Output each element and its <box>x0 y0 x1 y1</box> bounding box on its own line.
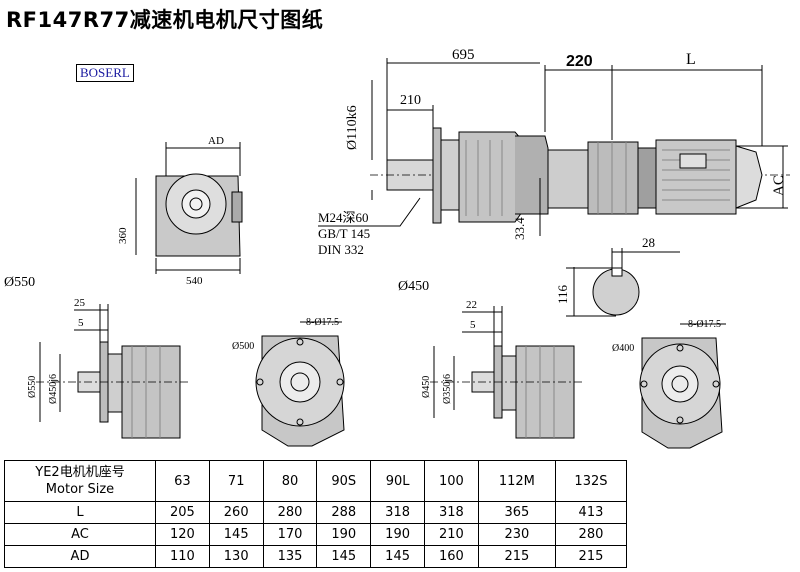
table-cell: 135 <box>262 545 318 568</box>
table-cell: 215 <box>477 545 556 568</box>
side-view-550 <box>36 304 190 439</box>
table-cell: 130 <box>208 545 264 568</box>
table-cell: 160 <box>423 545 479 568</box>
note-standard-gb: GB/T 145 <box>318 226 371 241</box>
dim-5-middle: 5 <box>470 319 476 331</box>
dim-AC: AC <box>771 175 787 196</box>
row-label: AC <box>4 523 156 546</box>
motor-size-table: YE2电机机座号 Motor Size 63 71 80 90S 90L 100… <box>4 460 628 568</box>
dim-33-4: 33.4 <box>512 217 527 240</box>
header-line-cn: YE2电机机座号 <box>35 465 125 480</box>
table-header-cell: YE2电机机座号 Motor Size <box>4 460 156 502</box>
dim-550-side: Ø550 <box>27 375 38 398</box>
column-header: 90L <box>370 460 425 502</box>
column-header: 100 <box>423 460 479 502</box>
table-cell: 260 <box>208 501 264 524</box>
side-view-450 <box>430 306 584 439</box>
table-cell: 413 <box>554 501 628 524</box>
table-row: AD 110 130 135 145 145 160 215 215 <box>4 545 628 568</box>
flange-450-heading: Ø450 <box>398 279 430 294</box>
brand-logo: BOSERL <box>76 64 134 82</box>
dim-AD: AD <box>208 135 224 147</box>
dim-28: 28 <box>642 235 655 250</box>
dim-540: 540 <box>186 275 203 287</box>
column-header: 112M <box>477 460 556 502</box>
table-row: L 205 260 280 288 318 318 365 413 <box>4 501 628 524</box>
dim-350j6: Ø350j6 <box>442 374 453 404</box>
dim-220: 220 <box>566 53 593 70</box>
main-side-view <box>318 58 790 236</box>
column-header: 132S <box>554 460 628 502</box>
dim-5-left: 5 <box>78 317 84 329</box>
table-cell: 145 <box>370 545 425 568</box>
row-label: L <box>4 501 156 524</box>
dim-25: 25 <box>74 297 85 309</box>
dim-210: 210 <box>400 93 421 108</box>
table-cell: 190 <box>316 523 372 546</box>
table-cell: 230 <box>477 523 556 546</box>
row-label: AD <box>4 545 156 568</box>
flange-550-heading: Ø550 <box>4 275 36 290</box>
table-cell: 280 <box>262 501 318 524</box>
dim-shaft-diameter: Ø110k6 <box>345 105 360 150</box>
dim-L: L <box>686 51 696 68</box>
page-title: RF147R77减速机电机尺寸图纸 <box>6 8 324 32</box>
table-cell: 288 <box>316 501 372 524</box>
note-standard-din: DIN 332 <box>318 242 364 257</box>
table-cell: 318 <box>370 501 425 524</box>
column-header: 71 <box>208 460 264 502</box>
note-thread: M24深60 <box>318 210 369 225</box>
table-cell: 205 <box>155 501 210 524</box>
table-cell: 210 <box>423 523 479 546</box>
table-cell: 145 <box>208 523 264 546</box>
table-cell: 120 <box>155 523 210 546</box>
dim-116: 116 <box>555 284 570 304</box>
header-line-en: Motor Size <box>45 482 115 497</box>
table-cell: 280 <box>554 523 628 546</box>
table-header-row: YE2电机机座号 Motor Size 63 71 80 90S 90L 100… <box>4 460 628 502</box>
holes-label-500: 8-Ø17.5 <box>306 317 340 328</box>
front-view-400 <box>639 323 726 449</box>
dim-450j6: Ø450j6 <box>48 374 59 404</box>
dim-360: 360 <box>117 227 129 245</box>
column-header: 80 <box>262 460 318 502</box>
end-view-top-left <box>135 142 243 274</box>
table-cell: 365 <box>477 501 556 524</box>
table-cell: 170 <box>262 523 318 546</box>
column-header: 90S <box>316 460 372 502</box>
dim-400: Ø400 <box>612 343 635 354</box>
dim-450-side: Ø450 <box>421 375 432 398</box>
column-header: 63 <box>155 460 210 502</box>
front-view-500 <box>255 321 345 447</box>
table-cell: 145 <box>316 545 372 568</box>
dim-500: Ø500 <box>232 341 255 352</box>
table-cell: 190 <box>370 523 425 546</box>
holes-label-400: 8-Ø17.5 <box>688 319 722 330</box>
table-cell: 110 <box>155 545 210 568</box>
table-row: AC 120 145 170 190 190 210 230 280 <box>4 523 628 546</box>
dim-695: 695 <box>452 47 475 63</box>
shaft-key-section <box>566 248 680 317</box>
table-cell: 318 <box>423 501 479 524</box>
dim-22: 22 <box>466 299 477 311</box>
table-cell: 215 <box>554 545 628 568</box>
